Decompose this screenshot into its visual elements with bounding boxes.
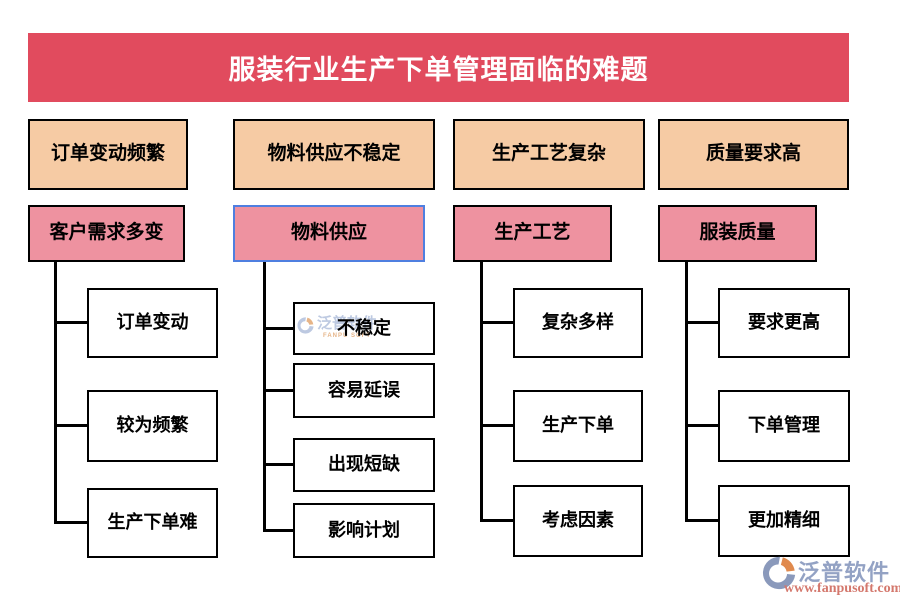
fanpu-swoosh-icon: [297, 317, 314, 334]
header-box-material-supply-unstable: 物料供应不稳定: [233, 119, 435, 190]
header-box-complex-process: 生产工艺复杂: [453, 119, 645, 190]
item-box-order-change: 订单变动: [87, 288, 218, 358]
connector-branch-col1-3: [54, 521, 87, 524]
category-box-material-supply: 物料供应: [233, 205, 425, 262]
page-title: 服装行业生产下单管理面临的难题: [228, 55, 649, 85]
connector-branch-col3-1: [480, 321, 513, 324]
item-box-shortage: 出现短缺: [293, 438, 435, 492]
item-box-order-management: 下单管理: [718, 390, 850, 462]
title-banner: 服装行业生产下单管理面临的难题: [28, 33, 849, 102]
connector-vline-col2: [263, 262, 266, 532]
connector-branch-col2-2: [263, 389, 293, 392]
category-box-garment-quality: 服装质量: [658, 205, 817, 262]
item-label-unstable: 不稳定: [337, 317, 391, 338]
connector-branch-col4-1: [685, 321, 718, 324]
connector-branch-col3-3: [480, 519, 513, 522]
connector-branch-col1-1: [54, 321, 87, 324]
item-box-higher-requirements: 要求更高: [718, 288, 850, 358]
connector-branch-col4-2: [685, 424, 718, 427]
item-box-considerations: 考虑因素: [513, 485, 643, 557]
item-box-production-order: 生产下单: [513, 390, 643, 462]
item-box-complex-diverse: 复杂多样: [513, 288, 643, 358]
item-box-affects-plan: 影响计划: [293, 503, 435, 558]
header-box-high-quality: 质量要求高: [658, 119, 849, 190]
connector-branch-col1-2: [54, 424, 87, 427]
connector-branch-col3-2: [480, 424, 513, 427]
brand-name: 泛普软件: [798, 560, 891, 585]
connector-branch-col2-3: [263, 463, 293, 466]
category-box-production-process: 生产工艺: [453, 205, 612, 262]
item-box-unstable: 泛普软件 FANPU SOFT 不稳定: [293, 302, 435, 355]
connector-branch-col2-4: [263, 529, 293, 532]
connector-branch-col4-3: [685, 519, 718, 522]
connector-vline-col1: [54, 262, 57, 524]
fanpu-swoosh-icon: [762, 556, 796, 590]
category-box-customer-demand: 客户需求多变: [28, 205, 185, 262]
header-box-order-changes: 订单变动频繁: [28, 119, 188, 190]
item-box-more-refined: 更加精细: [718, 485, 850, 557]
item-box-order-difficulty: 生产下单难: [87, 488, 218, 558]
item-box-quite-frequent: 较为频繁: [87, 390, 218, 462]
connector-vline-col3: [480, 262, 483, 522]
fanpu-branding: 泛普软件 www.fanpusoft.com: [756, 548, 900, 598]
connector-vline-col4: [685, 262, 688, 522]
item-box-easily-delayed: 容易延误: [293, 363, 435, 418]
brand-url: www.fanpusoft.com: [784, 581, 900, 596]
connector-branch-col2-1: [263, 327, 293, 330]
